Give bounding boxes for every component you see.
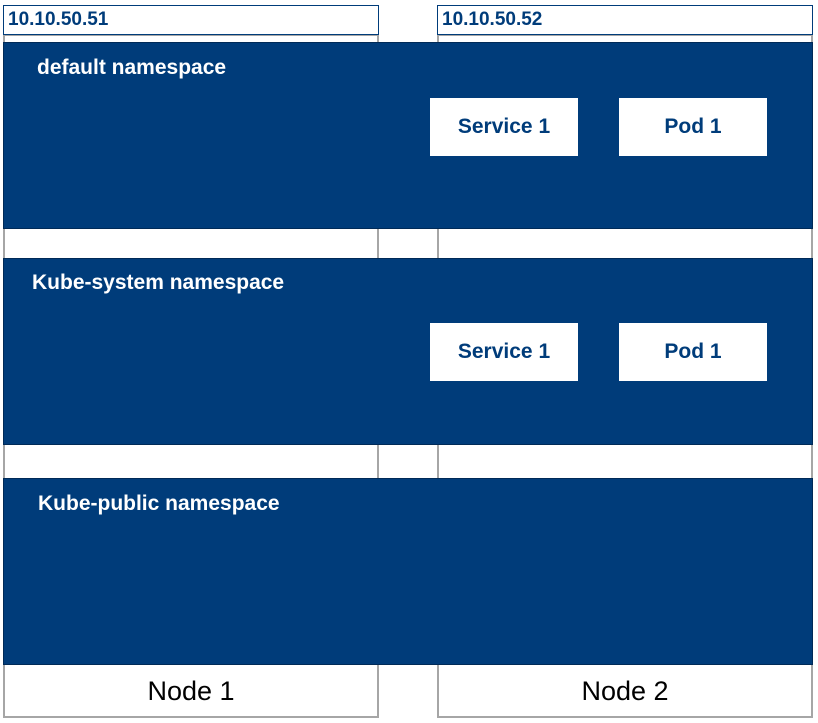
node-2-label: Node 2	[581, 676, 669, 706]
service-box: Service 1	[430, 98, 578, 156]
namespace-title: Kube-system namespace	[32, 271, 285, 294]
service-box: Service 1	[430, 323, 578, 381]
kube-system-namespace: Kube-system namespace Service 1 Pod 1	[3, 258, 813, 445]
namespace-title: Kube-public namespace	[38, 492, 280, 515]
kube-public-namespace: Kube-public namespace	[3, 478, 813, 665]
pod-box: Pod 1	[619, 323, 767, 381]
node-1-label: Node 1	[147, 676, 235, 706]
default-namespace: default namespace Service 1 Pod 1	[3, 42, 813, 229]
pod-box: Pod 1	[619, 98, 767, 156]
namespace-title: default namespace	[37, 56, 227, 79]
node-2-ip: 10.10.50.52	[437, 5, 813, 35]
node-1-ip: 10.10.50.51	[3, 5, 379, 35]
